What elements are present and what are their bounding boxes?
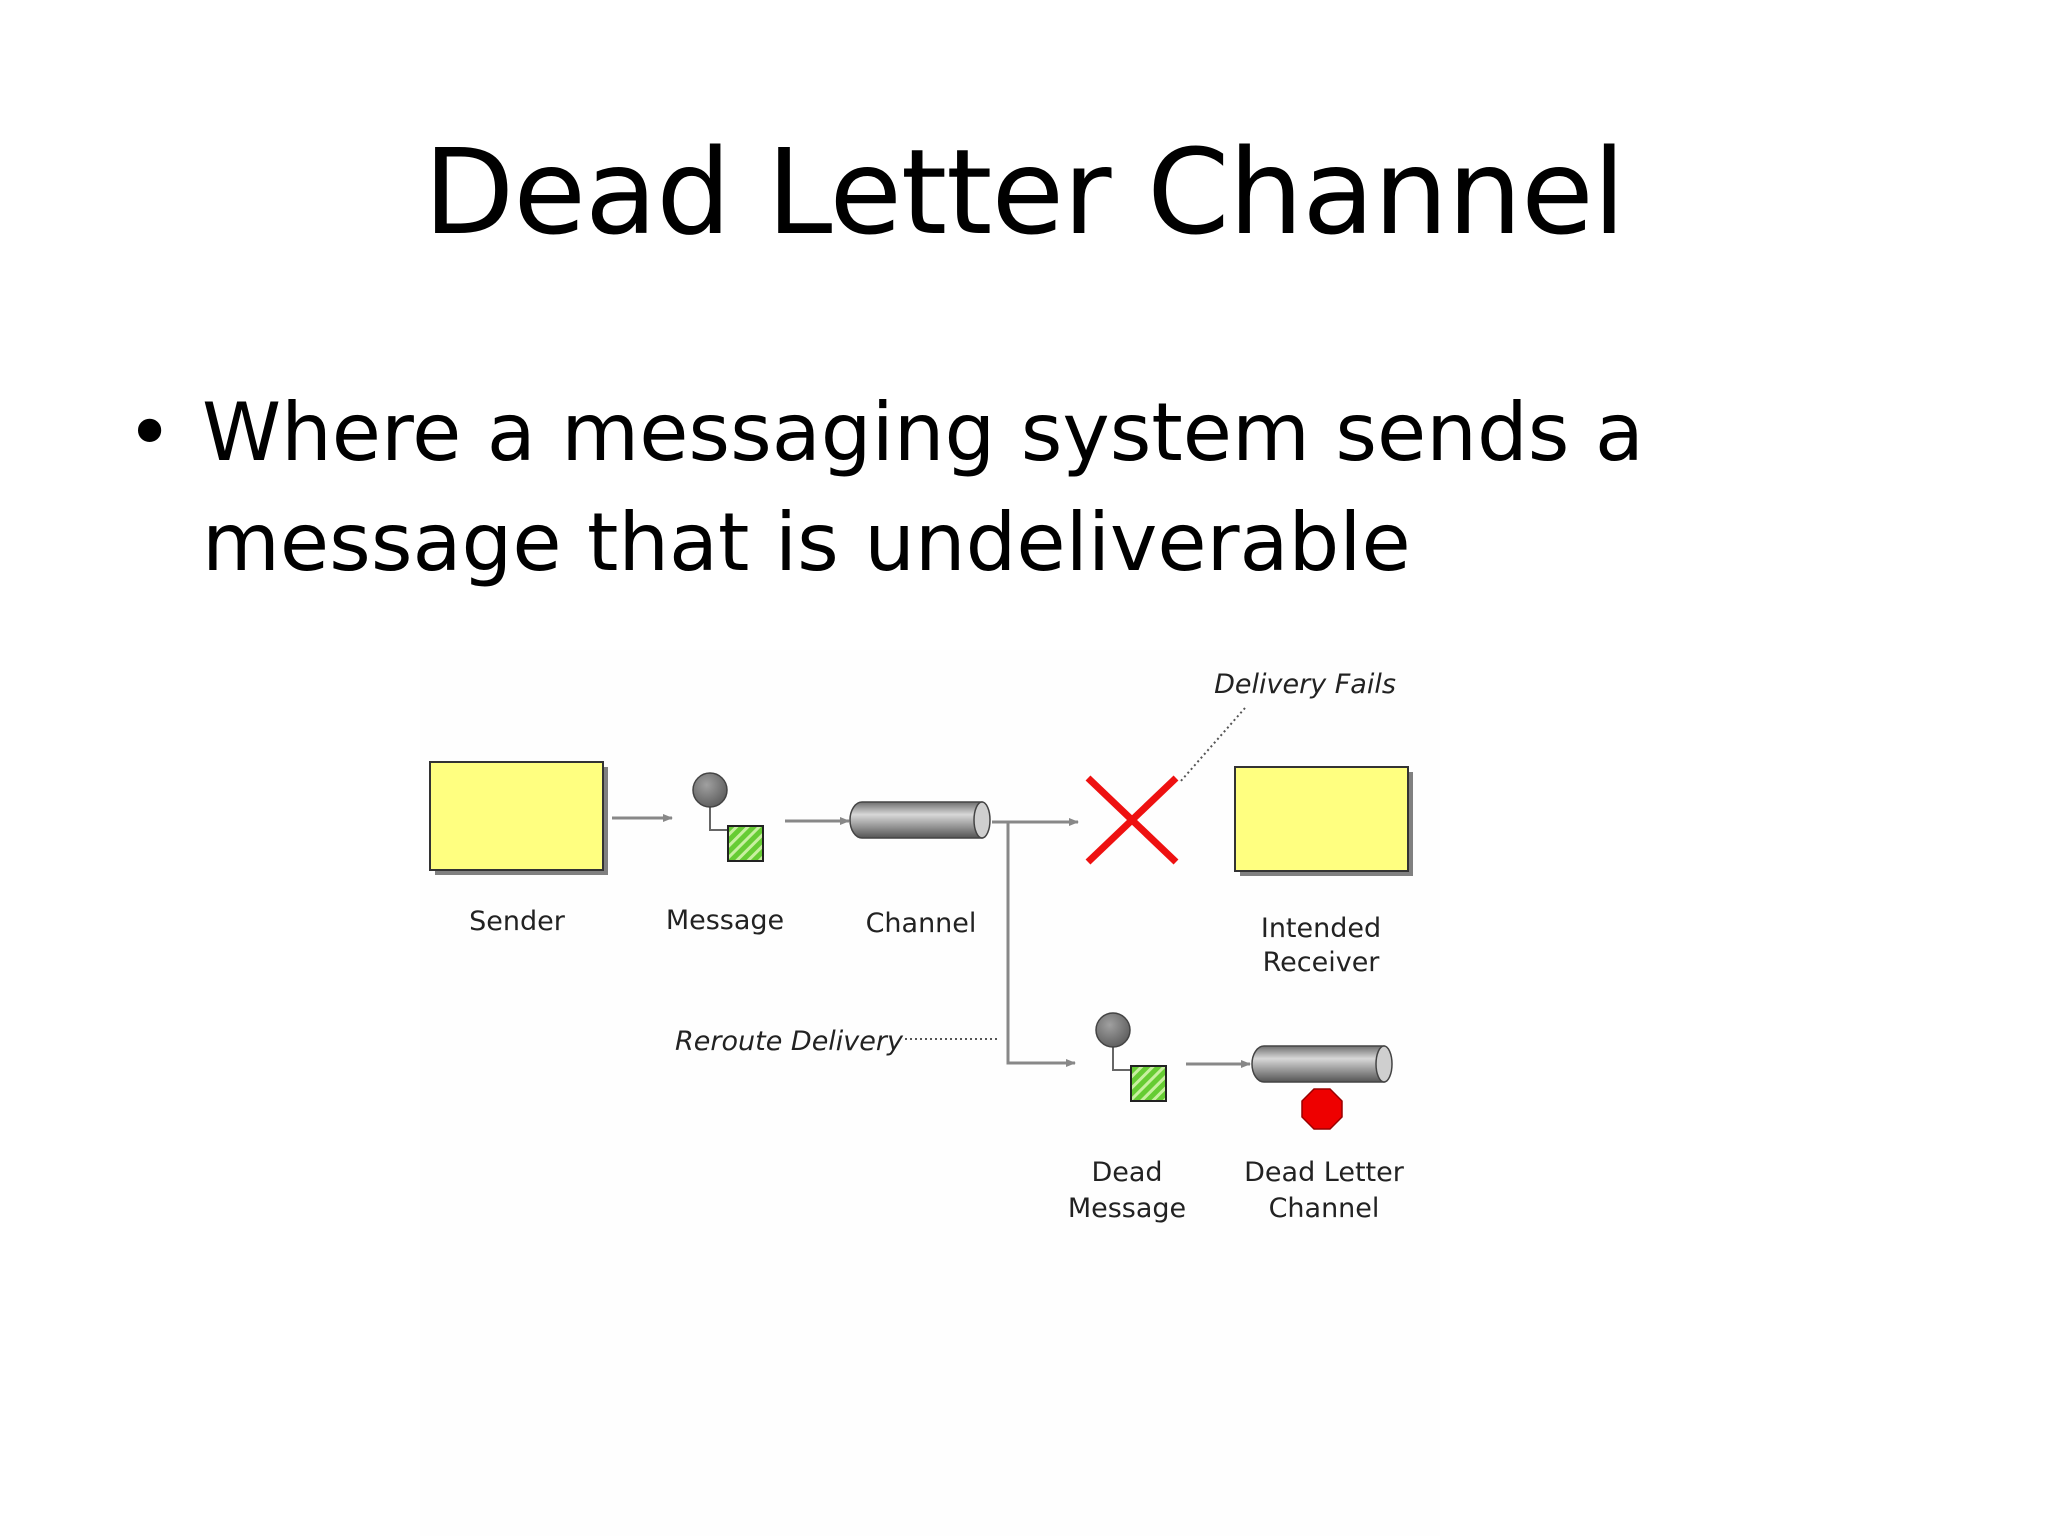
intended-receiver-label-line1: Intended bbox=[1261, 913, 1381, 944]
dead-letter-channel-pipe bbox=[1251, 1045, 1393, 1083]
bullet-list: • Where a messaging system sends a messa… bbox=[120, 378, 1940, 598]
dlc-label-line1: Dead Letter bbox=[1244, 1157, 1405, 1188]
channel-pipe bbox=[849, 801, 991, 839]
channel-label: Channel bbox=[866, 908, 977, 939]
bullet-item: • Where a messaging system sends a messa… bbox=[120, 378, 1940, 598]
bullet-dot: • bbox=[126, 386, 174, 479]
intended-receiver-box bbox=[1234, 766, 1413, 876]
intended-receiver-label-line2: Receiver bbox=[1263, 947, 1381, 978]
sender-label: Sender bbox=[469, 906, 566, 937]
slide-title: Dead Letter Channel bbox=[423, 123, 1625, 261]
sender-box bbox=[429, 761, 608, 875]
reroute-connector bbox=[1006, 822, 1076, 1067]
message-icon bbox=[692, 772, 764, 862]
stop-sign-icon bbox=[1301, 1088, 1343, 1130]
message-label: Message bbox=[666, 905, 784, 936]
dead-message-icon bbox=[1095, 1012, 1167, 1102]
dead-message-label-line1: Dead bbox=[1091, 1157, 1162, 1188]
dlc-label-line2: Channel bbox=[1269, 1193, 1380, 1224]
bullet-text: Where a messaging system sends a message… bbox=[202, 386, 1644, 589]
delivery-failed-x-icon bbox=[1085, 775, 1179, 865]
delivery-fails-annotation: Delivery Fails bbox=[1214, 669, 1396, 700]
delivery-fails-leader bbox=[1179, 707, 1246, 783]
reroute-delivery-annotation: Reroute Delivery bbox=[675, 1026, 904, 1057]
dead-message-label-line2: Message bbox=[1068, 1193, 1186, 1224]
